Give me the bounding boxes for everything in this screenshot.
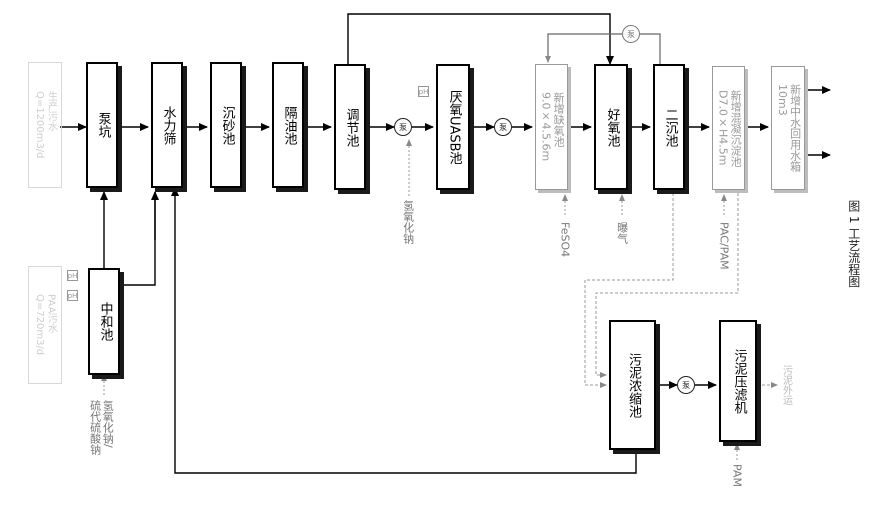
hydraulic-screen-unit: 水力筛 bbox=[151, 62, 183, 188]
pump-icon: 泵 bbox=[622, 25, 640, 43]
pump-icon: 泵 bbox=[494, 118, 512, 136]
pump-icon: 泵 bbox=[394, 118, 412, 136]
neutralization-chemicals-label: 氢氧化钠/ 硫代硫酸钠 bbox=[88, 400, 115, 455]
oil-separator-unit: 隔油池 bbox=[272, 62, 304, 188]
paa-wastewater-input: PAA污水 Q=720m3/d bbox=[28, 266, 62, 384]
chemical-input-lines bbox=[101, 139, 740, 460]
production-wastewater-label: 生产污水 Q=1200m3/d bbox=[34, 91, 57, 159]
new-reuse-tank-unit: 新增中水回用水箱 10m3 bbox=[771, 66, 805, 190]
oil-separator-label: 隔油池 bbox=[281, 105, 297, 145]
main-flow-lines bbox=[60, 13, 831, 474]
production-wastewater-input: 生产污水 Q=1200m3/d bbox=[28, 62, 62, 188]
figure-caption: 图 1 工艺流程图 bbox=[846, 200, 861, 288]
pam-label: PAM bbox=[730, 464, 744, 487]
secondary-clarifier-unit: 二沉池 bbox=[653, 64, 685, 190]
secondary-clarifier-label: 二沉池 bbox=[662, 107, 678, 147]
neutralization-tank-unit: 中和池 bbox=[88, 268, 120, 375]
uasb-unit: 厌氧UASB池 bbox=[436, 64, 470, 190]
equalization-tank-label: 调节池 bbox=[343, 107, 359, 147]
sludge-out-label: 污泥外运 bbox=[780, 365, 792, 405]
sludge-dashed-lines bbox=[584, 188, 778, 388]
aerobic-tank-unit: 好氧池 bbox=[594, 64, 628, 190]
pump-pit-label: 泵坑 bbox=[95, 112, 111, 138]
new-coagulation-settling-unit: 新增混凝沉淀池 D7.0×H4.5m bbox=[712, 66, 745, 190]
pac-pam-label: PAC/PAM bbox=[717, 222, 731, 270]
equalization-tank-unit: 调节池 bbox=[334, 64, 366, 190]
meter-icon: pH bbox=[67, 270, 78, 281]
hydraulic-screen-label: 水力筛 bbox=[160, 105, 176, 145]
reflux-lines bbox=[545, 33, 661, 64]
neutralization-tank-label: 中和池 bbox=[97, 302, 113, 341]
meter-icon: pH bbox=[67, 290, 78, 301]
feso4-label: FeSO4 bbox=[558, 222, 572, 258]
naoh-label: 氢氧化钠 bbox=[401, 200, 415, 244]
aeration-label: 曝气 bbox=[615, 222, 629, 244]
new-coagulation-settling-label: 新增混凝沉淀池 D7.0×H4.5m bbox=[716, 89, 743, 167]
uasb-label: 厌氧UASB池 bbox=[446, 89, 462, 165]
paa-wastewater-label: PAA污水 Q=720m3/d bbox=[34, 294, 57, 356]
sludge-filter-press-label: 污泥压滤机 bbox=[731, 348, 747, 414]
pump-pit-unit: 泵坑 bbox=[86, 62, 118, 188]
new-anoxic-tank-unit: 新增缺氧池 9.0×4.5.6m bbox=[535, 64, 568, 190]
aerobic-tank-label: 好氧池 bbox=[604, 107, 620, 147]
sludge-thickener-label: 污泥浓缩池 bbox=[625, 352, 641, 418]
grit-chamber-unit: 沉砂池 bbox=[210, 62, 242, 188]
sludge-thickener-unit: 污泥浓缩池 bbox=[609, 320, 656, 450]
new-reuse-tank-label: 新增中水回用水箱 10m3 bbox=[776, 84, 802, 172]
pump-icon: 泵 bbox=[677, 376, 695, 394]
sludge-filter-press-unit: 污泥压滤机 bbox=[719, 320, 757, 442]
new-anoxic-tank-label: 新增缺氧池 9.0×4.5.6m bbox=[539, 92, 566, 162]
grit-chamber-label: 沉砂池 bbox=[219, 105, 235, 145]
meter-icon: pH bbox=[418, 86, 429, 97]
